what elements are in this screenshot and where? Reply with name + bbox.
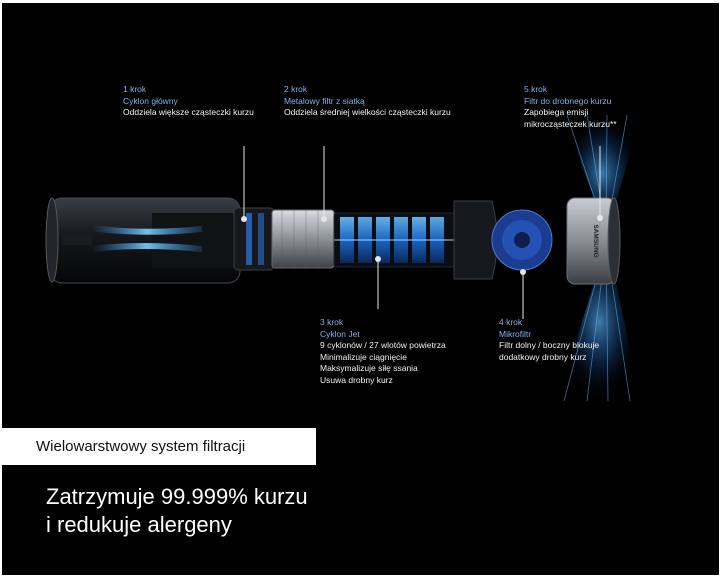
- callout-step-2: 2 krok Metalowy filtr z siatką Oddziela …: [284, 84, 451, 119]
- step-3-desc-3: Maksymalizuje siłę ssania: [320, 363, 418, 373]
- jet-cyclones: [333, 212, 455, 268]
- leader-lines: [241, 146, 603, 319]
- step-5-desc-2: mikrocząsteczek kurzu**: [524, 118, 617, 129]
- step-1-number: 1 krok: [123, 84, 147, 94]
- headline-line-1: Zatrzymuje 99.999% kurzu: [46, 484, 308, 509]
- step-2-desc: Oddziela średniej wielkości cząsteczki k…: [284, 107, 451, 117]
- callout-step-3: 3 krok Cyklon Jet 9 cyklonów / 27 wlotów…: [320, 317, 446, 386]
- connector-ring: [233, 207, 275, 271]
- step-3-desc-2: Minimalizuje ciągnięcie: [320, 351, 407, 362]
- metal-mesh-filter: [271, 209, 335, 269]
- step-4-name: Mikrofiltr: [499, 328, 532, 339]
- headline: Zatrzymuje 99.999% kurzu i redukuje aler…: [46, 483, 308, 539]
- step-4-number: 4 krok: [499, 317, 523, 327]
- callout-step-1: 1 krok Cyklon główny Oddziela większe cz…: [123, 84, 254, 119]
- filtration-illustration: SAMSUNG: [45, 113, 642, 403]
- step-1-name: Cyklon główny: [123, 95, 178, 106]
- step-5-name: Filtr do drobnego kurzu: [524, 95, 612, 106]
- step-3-desc-1: 9 cyklonów / 27 wlotów powietrza: [320, 340, 446, 350]
- step-3-desc-4: Usuwa drobny kurz: [320, 374, 393, 385]
- step-1-desc: Oddziela większe cząsteczki kurzu: [123, 107, 254, 117]
- step-4-desc-1: Filtr dolny / boczny blokuje: [499, 340, 600, 350]
- callout-step-4: 4 krok Mikrofiltr Filtr dolny / boczny b…: [499, 317, 599, 363]
- fine-dust-filter: [566, 197, 621, 285]
- product-panel: SAMSUNG 1 krok Cyklon główny Oddziela wi…: [2, 3, 719, 575]
- step-2-name: Metalowy filtr z siatką: [284, 95, 365, 106]
- step-2-number: 2 krok: [284, 84, 308, 94]
- step-5-number: 5 krok: [524, 84, 548, 94]
- callout-step-5: 5 krok Filtr do drobnego kurzu Zapobiega…: [524, 84, 617, 130]
- step-5-desc-1: Zapobiega emisji: [524, 107, 589, 117]
- main-cyclone-bin: [45, 197, 241, 284]
- step-3-name: Cyklon Jet: [320, 328, 360, 339]
- feature-badge: Wielowarstwowy system filtracji: [2, 428, 316, 465]
- step-3-number: 3 krok: [320, 317, 344, 327]
- microfilter-housing: [453, 200, 553, 280]
- brand-mark: SAMSUNG: [592, 224, 599, 257]
- step-4-desc-2: dodatkowy drobny kurz: [499, 351, 587, 362]
- headline-line-2: i redukuje alergeny: [46, 512, 232, 537]
